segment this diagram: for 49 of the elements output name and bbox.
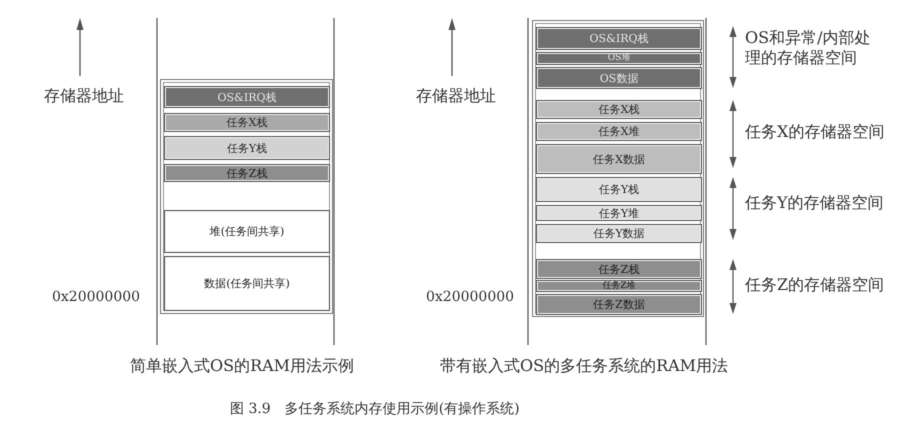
region-label: 数据(任务间共享) [204, 278, 290, 289]
figure-caption: 图 3.9 多任务系统内存使用示例(有操作系统) [230, 400, 520, 418]
region-label: 任务Y栈 [598, 184, 640, 195]
region-label: 任务Y堆 [598, 208, 640, 218]
memory-region [536, 294, 702, 315]
annotation-text: 简单嵌入式OS的RAM用法示例 [130, 356, 354, 376]
memory-region [536, 144, 702, 174]
memory-region [164, 256, 330, 311]
region-label: OS数据 [600, 72, 638, 84]
annotation-text: 存储器地址 [44, 86, 124, 106]
region-label: 任务X数据 [593, 154, 645, 164]
annotation-text: 存储器地址 [416, 86, 496, 106]
region-label: 任务X堆 [598, 126, 640, 137]
annotation-text: 任务X的存储器空间 [745, 122, 884, 142]
memory-map-frame [160, 79, 333, 314]
memory-region [536, 224, 702, 243]
annotation-text: 任务Y的存储器空间 [745, 193, 884, 213]
region-label: OS堆 [608, 54, 630, 63]
memory-region [164, 210, 330, 253]
region-label: 任务Z数据 [593, 299, 645, 310]
annotation-text: OS和异常/内部处理的存储器空间 [745, 28, 872, 68]
region-label: OS&IRQ栈 [218, 92, 276, 102]
annotation-text: 任务Z的存储器空间 [745, 275, 884, 295]
annotation-text: 带有嵌入式OS的多任务系统的RAM用法 [440, 356, 728, 376]
memory-map-frame [532, 20, 704, 317]
region-label: 任务Z栈 [226, 168, 268, 178]
region-label: 任务Y栈 [226, 142, 268, 154]
memory-region [536, 52, 702, 65]
memory-region [536, 122, 702, 141]
annotation-text: 0x20000000 [426, 289, 514, 306]
memory-region [164, 113, 330, 132]
region-label: 任务X栈 [598, 104, 640, 115]
memory-region [164, 136, 330, 160]
region-label: OS&IRQ栈 [590, 33, 648, 44]
memory-region [536, 259, 702, 279]
memory-region [536, 205, 702, 221]
region-label: 任务Z栈 [598, 264, 640, 274]
memory-region [536, 67, 702, 89]
memory-region [164, 86, 330, 108]
annotation-text: 0x20000000 [52, 289, 140, 306]
memory-region [536, 177, 702, 202]
memory-region [536, 27, 702, 50]
region-label: 任务Z堆 [602, 282, 636, 290]
memory-region [536, 100, 702, 119]
region-label: 任务X栈 [226, 117, 268, 128]
region-label: 堆(任务间共享) [210, 226, 284, 237]
memory-region [164, 164, 330, 182]
memory-region [536, 280, 702, 292]
region-label: 任务Y数据 [593, 228, 645, 239]
